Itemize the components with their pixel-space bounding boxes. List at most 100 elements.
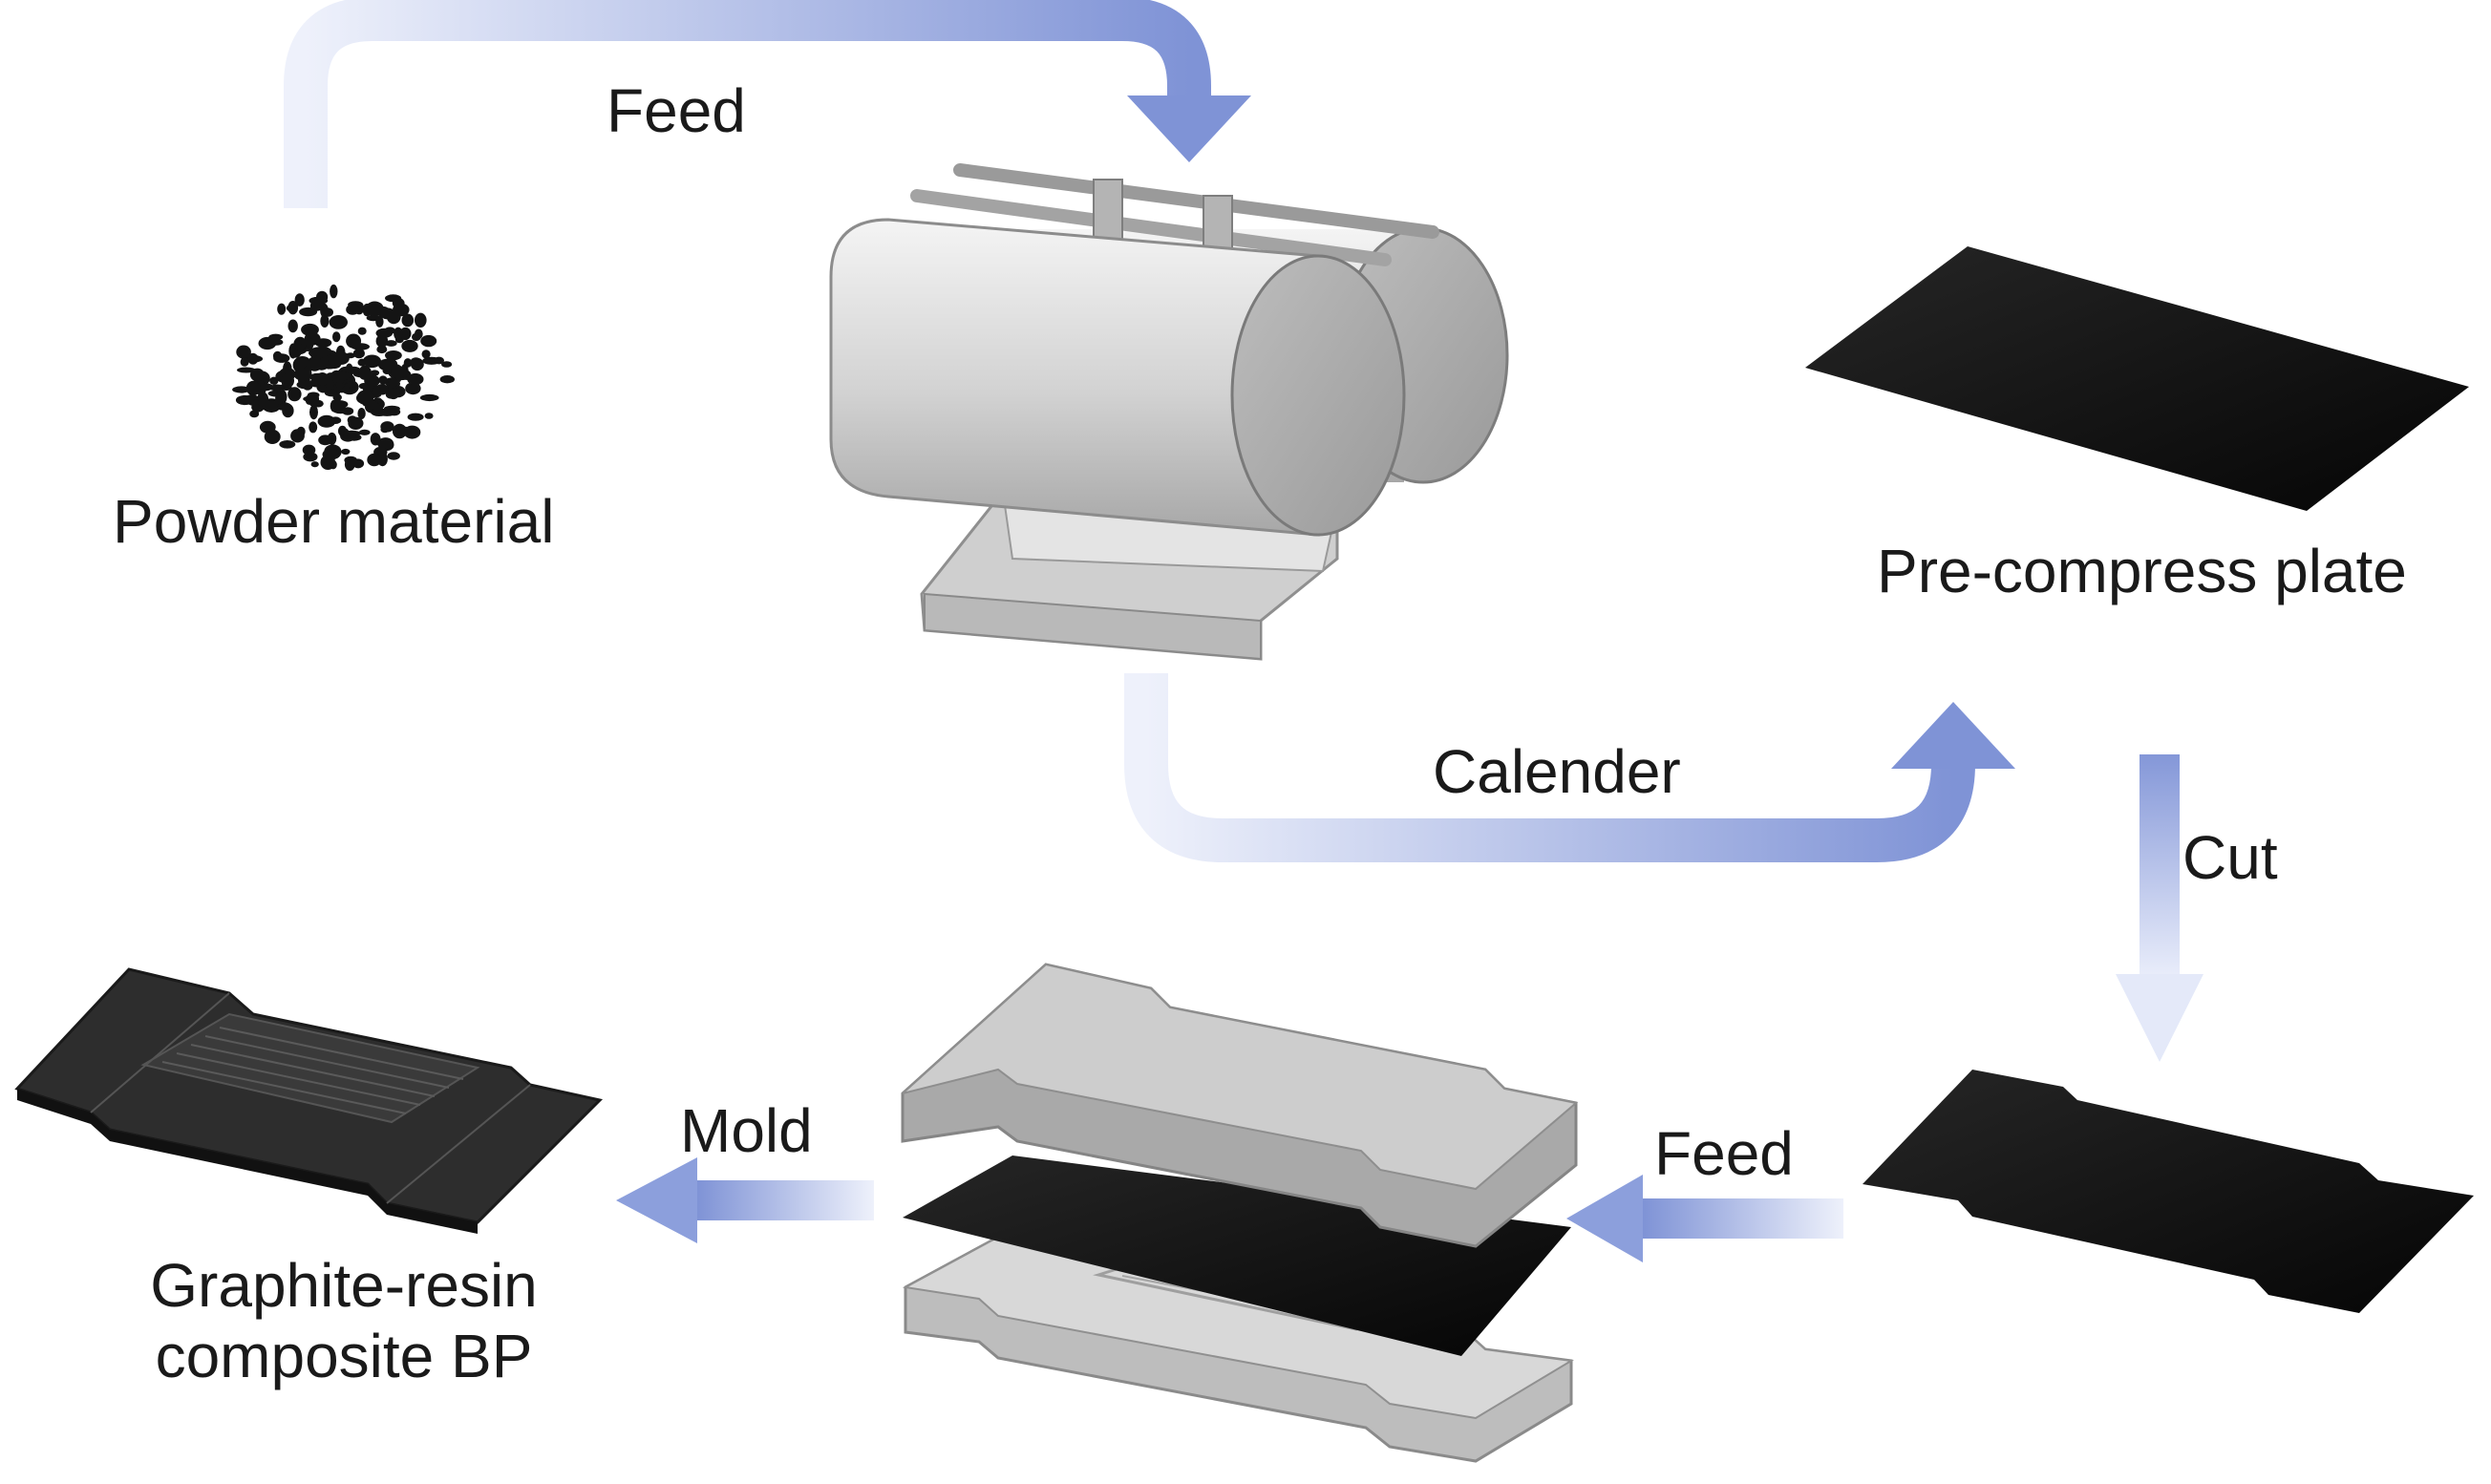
powder-particle bbox=[358, 383, 369, 390]
powder-particle bbox=[370, 370, 380, 376]
powder-particle bbox=[392, 423, 407, 439]
powder-particle bbox=[387, 452, 400, 460]
powder-particle bbox=[362, 354, 382, 369]
powder-particle bbox=[358, 429, 371, 435]
powder-particle bbox=[312, 399, 324, 408]
bp-label: Graphite-resin composite BP bbox=[86, 1251, 602, 1391]
powder-particle bbox=[412, 332, 421, 342]
powder-particle bbox=[372, 385, 382, 396]
powder-particle bbox=[309, 405, 318, 420]
powder-particle bbox=[385, 350, 402, 361]
powder-particle bbox=[419, 393, 439, 402]
powder-particle bbox=[322, 449, 340, 460]
powder-particle bbox=[344, 457, 355, 471]
powder-particle bbox=[286, 305, 297, 312]
powder-particle bbox=[336, 371, 350, 381]
powder-particle bbox=[303, 395, 318, 402]
powder-particle bbox=[302, 444, 316, 456]
powder-particle bbox=[293, 368, 312, 381]
powder-material-label: Powder material bbox=[113, 487, 555, 556]
powder-particle bbox=[320, 314, 330, 328]
powder-particle bbox=[314, 338, 332, 348]
powder-particle bbox=[434, 356, 444, 365]
powder-particle bbox=[330, 400, 349, 409]
powder-particle bbox=[332, 351, 350, 365]
powder-particle bbox=[281, 372, 295, 389]
calender-roller-icon bbox=[829, 163, 1509, 661]
powder-particle bbox=[294, 293, 305, 307]
powder-particle bbox=[357, 327, 367, 335]
powder-particle bbox=[415, 312, 427, 328]
powder-particle bbox=[309, 421, 318, 434]
feed-bottom-label: Feed bbox=[1654, 1119, 1794, 1188]
powder-particle bbox=[388, 376, 398, 389]
mold-label: Mold bbox=[680, 1096, 813, 1165]
powder-particle bbox=[298, 338, 316, 346]
powder-particle bbox=[394, 327, 403, 341]
powder-particle bbox=[259, 383, 274, 392]
powder-particle bbox=[346, 304, 360, 315]
powder-particle bbox=[383, 405, 400, 413]
powder-particle bbox=[367, 453, 382, 467]
powder-particle bbox=[376, 345, 388, 354]
powder-particle bbox=[290, 429, 305, 443]
powder-particle bbox=[307, 356, 323, 371]
powder-particle bbox=[439, 375, 455, 384]
feed-top-label: Feed bbox=[607, 76, 746, 145]
powder-particle bbox=[380, 426, 390, 434]
powder-particle bbox=[424, 413, 434, 419]
powder-particle bbox=[342, 430, 361, 436]
powder-particle bbox=[240, 357, 249, 367]
powder-particle bbox=[317, 414, 336, 428]
powder-particle bbox=[357, 408, 366, 419]
powder-particle bbox=[318, 435, 332, 446]
powder-particle bbox=[441, 361, 453, 368]
powder-particle bbox=[411, 357, 424, 371]
powder-particle bbox=[399, 327, 412, 341]
bp-label-line2: composite BP bbox=[155, 1321, 533, 1390]
powder-particle bbox=[268, 333, 284, 341]
powder-particle bbox=[379, 307, 395, 320]
powder-particle bbox=[351, 343, 370, 350]
powder-particle bbox=[329, 315, 348, 329]
powder-material-icon bbox=[232, 284, 455, 471]
powder-particle bbox=[341, 407, 354, 415]
bipolar-plate-icon bbox=[14, 967, 603, 1234]
powder-particle bbox=[341, 448, 351, 456]
powder-particle bbox=[332, 331, 341, 343]
powder-particle bbox=[310, 461, 319, 468]
powder-particle bbox=[277, 303, 287, 315]
calender-label: Calender bbox=[1433, 737, 1681, 806]
powder-particle bbox=[287, 387, 302, 402]
feed-bottom-arrow bbox=[1566, 1175, 1843, 1262]
powder-particle bbox=[365, 301, 384, 317]
powder-particle bbox=[262, 404, 279, 412]
powder-particle bbox=[356, 390, 374, 405]
powder-particle bbox=[385, 340, 397, 347]
powder-particle bbox=[232, 386, 251, 393]
mold-stack-icon bbox=[901, 963, 1579, 1463]
mold-arrow bbox=[616, 1157, 874, 1243]
powder-particle bbox=[269, 384, 286, 392]
powder-particle bbox=[371, 408, 388, 416]
calender-arrow bbox=[1124, 673, 2015, 862]
powder-particle bbox=[352, 349, 365, 359]
powder-particle bbox=[330, 284, 338, 299]
powder-particle bbox=[407, 372, 424, 386]
powder-particle bbox=[381, 358, 398, 370]
powder-particle bbox=[357, 358, 367, 367]
powder-particle bbox=[401, 313, 415, 328]
powder-particle bbox=[236, 367, 256, 373]
powder-particle bbox=[358, 365, 372, 380]
powder-particle bbox=[405, 382, 421, 395]
powder-particle bbox=[239, 395, 255, 402]
powder-particle bbox=[421, 350, 431, 359]
powder-particle bbox=[273, 353, 290, 363]
cut-label: Cut bbox=[2182, 823, 2278, 892]
powder-particle bbox=[375, 328, 394, 338]
powder-particle bbox=[287, 319, 298, 333]
pre-compress-plate-label: Pre-compress plate bbox=[1877, 537, 2407, 605]
powder-particle bbox=[247, 352, 259, 365]
